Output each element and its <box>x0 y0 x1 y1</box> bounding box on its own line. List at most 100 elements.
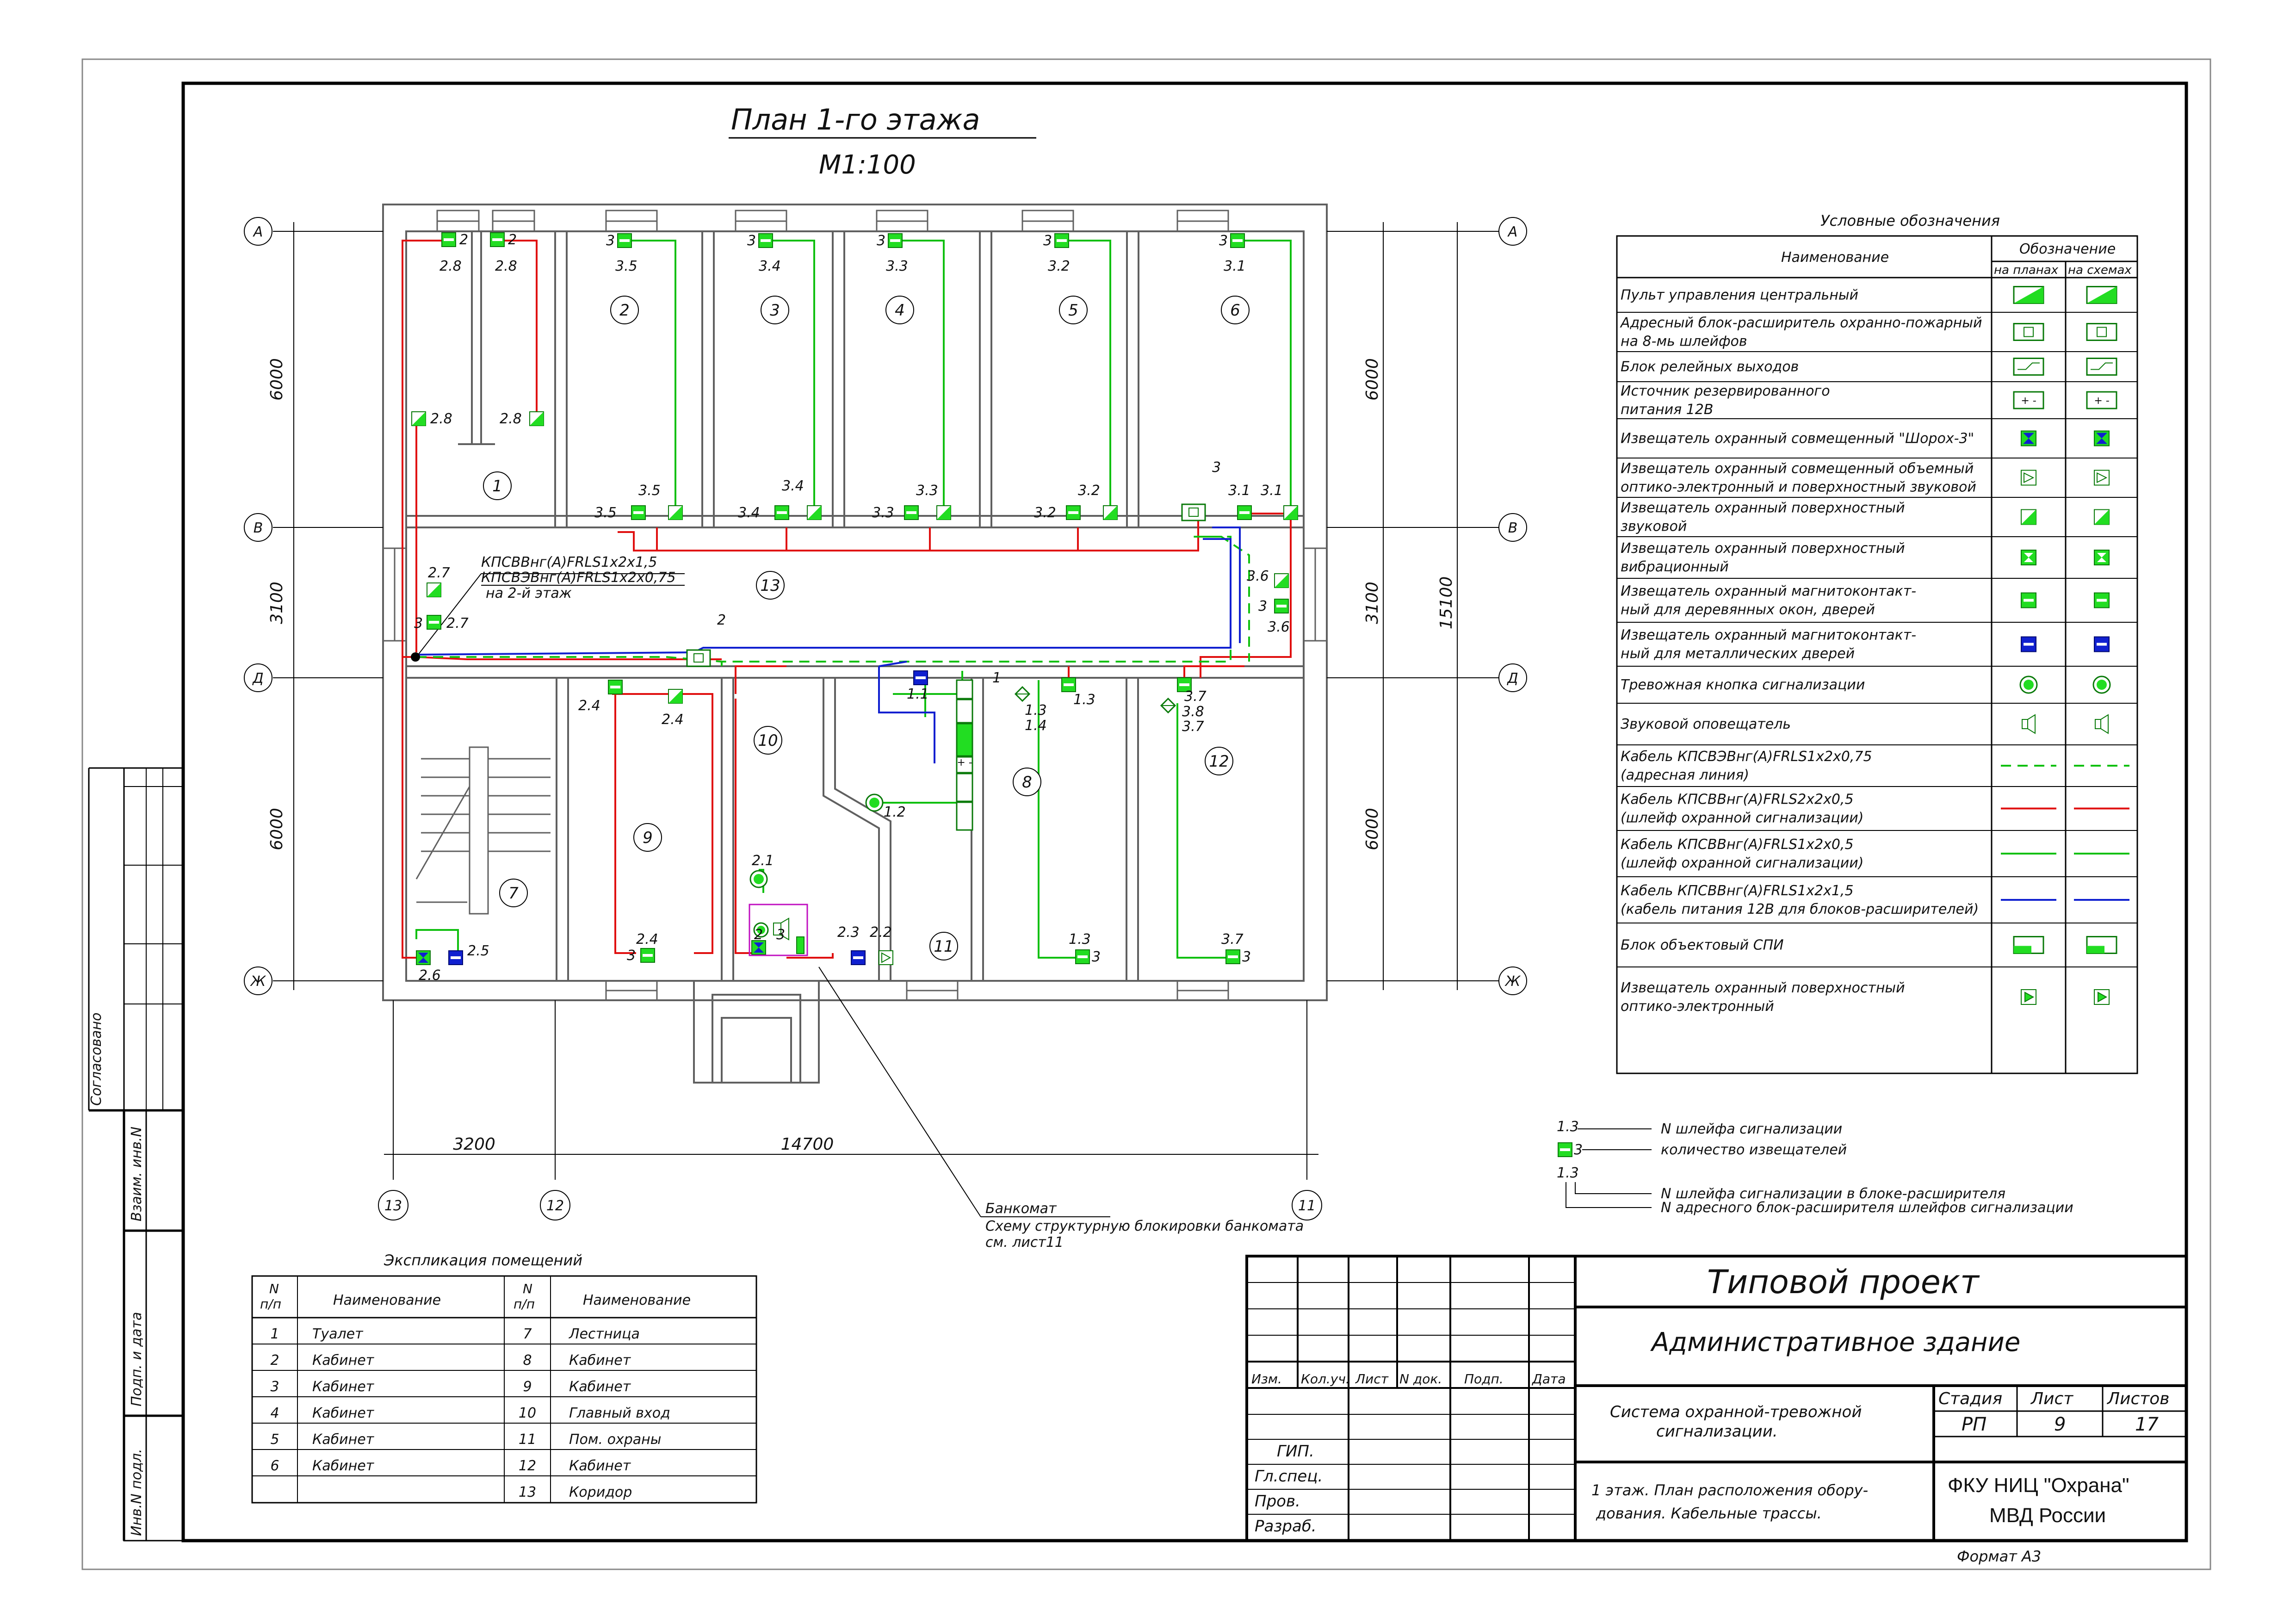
device-label: 3 <box>877 233 885 249</box>
device-label: 1.4 <box>1025 718 1047 734</box>
axis-a-left: А <box>253 224 263 240</box>
explication-cell-name: Кабинет <box>569 1379 631 1395</box>
title-stage: РП <box>1962 1414 1987 1435</box>
magnet-contact-icon <box>1274 599 1289 613</box>
explication-cell-n: 8 <box>523 1352 532 1369</box>
legend-row-name: Пульт управления центральный <box>1621 287 1858 304</box>
legend-row-name: Извещатель охранный совмещенный "Шорох-3… <box>1621 431 1974 447</box>
legend-row-name: оптико-электронный и поверхностный звуко… <box>1621 479 1976 496</box>
title-role-glspec: Гл.спец. <box>1255 1467 1323 1486</box>
explication-cell-n: 5 <box>270 1431 279 1448</box>
device-label: 3.4 <box>759 258 781 274</box>
optical-icon <box>2094 989 2110 1005</box>
magnet-contact-icon <box>1237 505 1252 520</box>
explication-cell-n: 12 <box>519 1458 536 1474</box>
device-label: 3.4 <box>782 478 804 494</box>
device-label: 3.2 <box>1078 483 1100 499</box>
atm-power-icon <box>796 936 805 954</box>
alarm-button-icon <box>753 922 769 938</box>
magnet-wood-icon <box>2094 592 2110 608</box>
axis-zh-right: Ж <box>1504 973 1521 990</box>
alarm-button-icon <box>749 870 768 888</box>
room-number-8: 8 <box>1022 773 1032 792</box>
optical-detector-icon <box>879 950 893 965</box>
explication-cell-n: 6 <box>270 1458 279 1474</box>
vibration-icon <box>2094 550 2110 565</box>
explication-header-pp-r: п/п <box>514 1296 535 1312</box>
device-label: 2.4 <box>662 712 684 728</box>
glass-break-icon <box>668 689 683 704</box>
riser-point <box>411 652 420 662</box>
title-system-2: сигнализации. <box>1656 1422 1778 1441</box>
explication-cell-name: Кабинет <box>312 1379 375 1395</box>
explication-cell-name: Туалет <box>312 1326 364 1342</box>
expander-icon <box>686 649 711 667</box>
cable-note-line2: КПСВЭВнг(А)FRLS1х2х0,75 <box>481 570 676 586</box>
legend-row-name: (шлейф охранной сигнализации) <box>1621 810 1864 826</box>
magnet-contact-icon <box>490 232 505 247</box>
axis-lines <box>273 222 1499 1180</box>
explication-cell-name: Коридор <box>569 1484 632 1500</box>
title-sheets-label: Листов <box>2106 1389 2169 1408</box>
device-label: 1.3 <box>1069 931 1091 948</box>
device-label: 1.1 <box>907 686 929 702</box>
legend-table <box>1616 235 2138 1074</box>
explication-cell-n: 4 <box>270 1405 279 1421</box>
relay-icon <box>2013 358 2044 376</box>
side-stamp <box>88 767 184 1542</box>
legend-title: Условные обозначения <box>1820 212 2000 229</box>
magnet-contact-icon <box>608 680 623 694</box>
legend-row-name: (шлейф охранной сигнализации) <box>1621 855 1864 871</box>
explication-cell-n: 7 <box>523 1326 532 1342</box>
device-label: 3 <box>1219 233 1228 249</box>
device-label: 2.5 <box>467 943 489 959</box>
legend-row-name: Извещатель охранный поверхностный <box>1621 980 1905 996</box>
device-label: 3.6 <box>1268 619 1290 635</box>
device-label: 2 <box>508 232 517 248</box>
room-number-13: 13 <box>760 576 780 595</box>
expander-icon <box>2086 323 2117 341</box>
magnet-contact-icon <box>617 233 632 248</box>
atm-leader <box>818 966 981 1217</box>
device-label: 2.2 <box>870 924 892 941</box>
device-label: 3.8 <box>1182 704 1204 720</box>
glass-break-icon <box>936 505 951 520</box>
magnet-contact-icon <box>1230 233 1245 248</box>
legend-row-name: Тревожная кнопка сигнализации <box>1621 677 1865 693</box>
device-label: 2.4 <box>636 931 658 948</box>
dim-right-2: 3100 <box>1363 582 1382 624</box>
dim-right-total: 15100 <box>1437 576 1456 630</box>
spi-icon <box>2013 936 2044 954</box>
title-col-izm: Изм. <box>1251 1371 1282 1387</box>
room-number-7: 7 <box>508 884 519 903</box>
glass-break-icon <box>1283 505 1298 520</box>
axis-v-right: В <box>1508 520 1518 536</box>
title-col-sign: Подп. <box>1464 1371 1504 1387</box>
legend-row-name: питания 12В <box>1621 402 1713 418</box>
legend-row-name: (кабель питания 12В для блоков-расширите… <box>1621 901 1979 917</box>
legend-row-name: Извещатель охранный магнитоконтакт- <box>1621 583 1916 600</box>
device-label: 1.2 <box>884 804 906 820</box>
device-label: 2.8 <box>439 258 462 274</box>
loop-key-b-text: количество извещателей <box>1661 1142 1847 1158</box>
power-icon: + - <box>2013 391 2044 409</box>
legend-row-name: Источник резервированного <box>1621 383 1830 399</box>
legend-row-name: вибрационный <box>1621 559 1729 575</box>
device-label: 3.1 <box>1261 483 1283 499</box>
device-label: 3.5 <box>638 483 661 499</box>
power-icon: + - <box>2086 391 2117 409</box>
title-col-doc: N док. <box>1399 1371 1442 1387</box>
legend-row-name: Адресный блок-расширитель охранно-пожарн… <box>1620 315 1982 331</box>
device-label: 3.7 <box>1221 931 1244 948</box>
device-label: 3.7 <box>1182 719 1204 735</box>
alarm-button-icon <box>2019 675 2038 694</box>
axis-d-right: Д <box>1506 670 1518 687</box>
loop-key: 1.3 N шлейфа сигнализации 3 количество и… <box>1557 1119 2073 1216</box>
legend-row-name: Кабель КПСВВнг(А)FRLS1х2х0,5 <box>1621 836 1854 853</box>
legend-header-on-schemes: на схемах <box>2068 263 2132 277</box>
loop-key-c-text1: N шлейфа сигнализации в блоке-расширител… <box>1661 1186 2005 1202</box>
glass-break-icon <box>2094 509 2110 525</box>
axis-13: 13 <box>384 1198 402 1214</box>
cables-green <box>415 240 1292 959</box>
